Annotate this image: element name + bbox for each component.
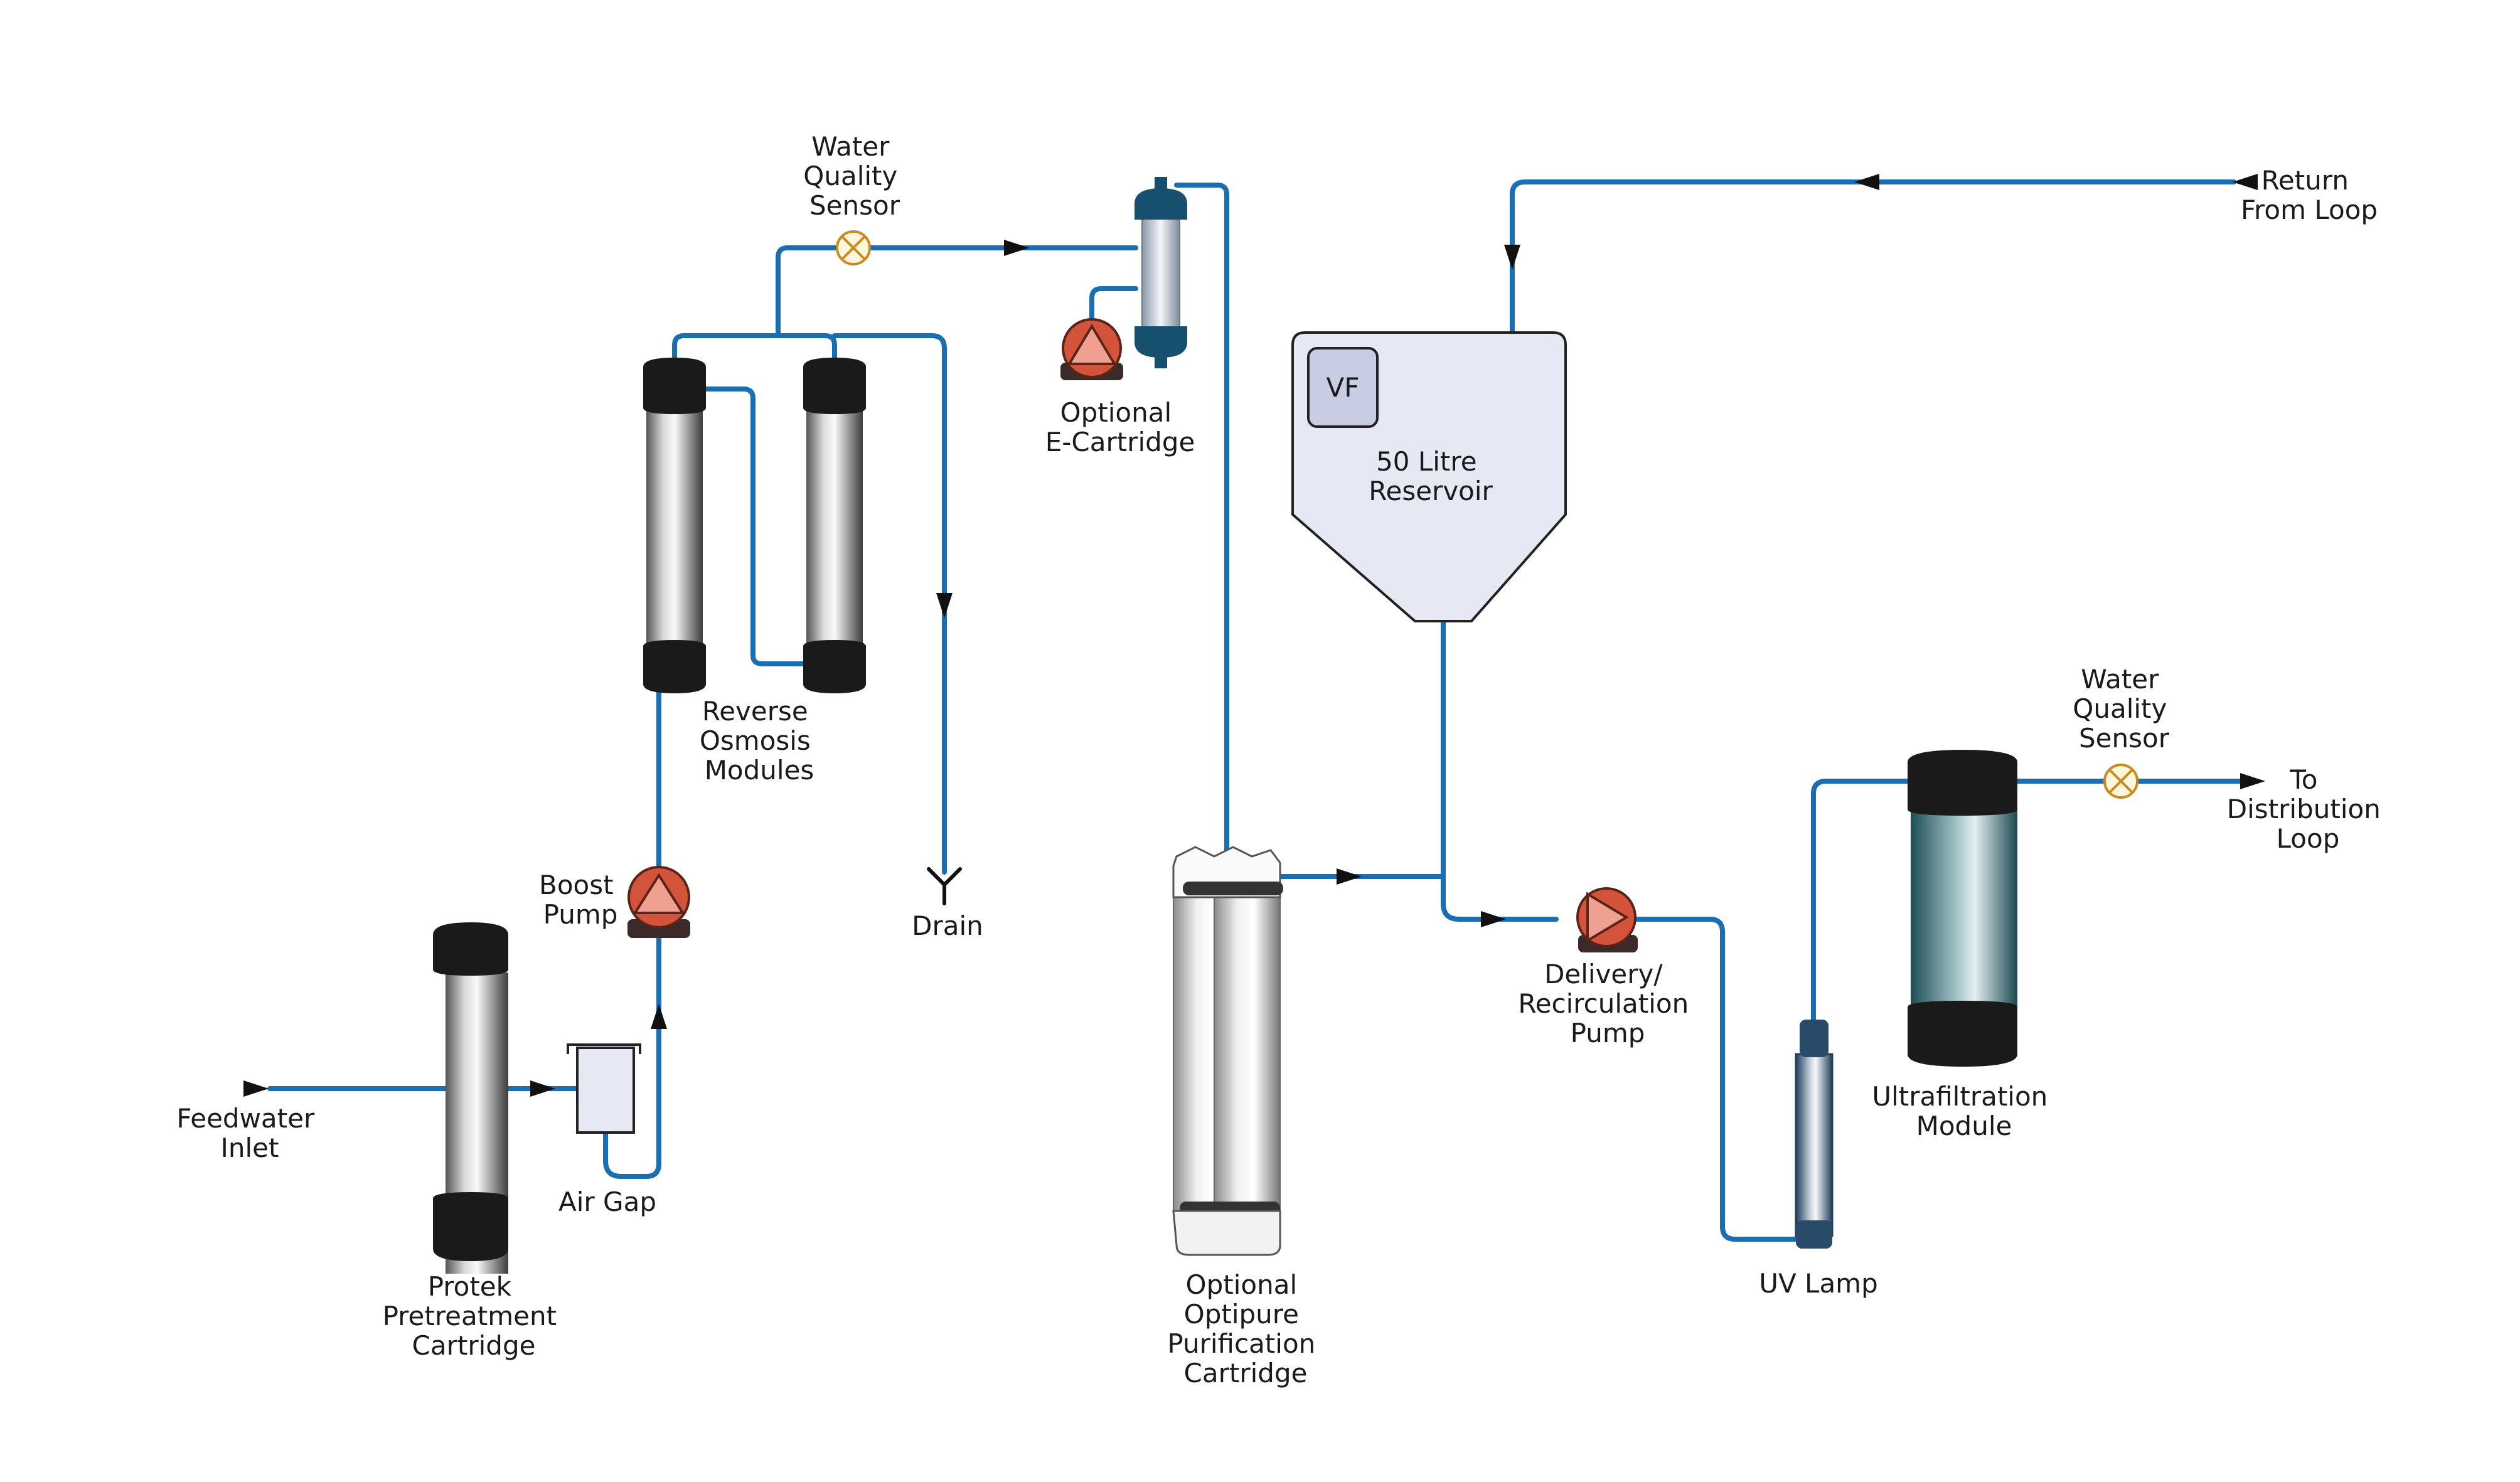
drain-symbol [927, 867, 962, 905]
e-cartridge-pump [1060, 318, 1123, 380]
arrow-to-distribution [2240, 773, 2265, 789]
label-air-gap: Air Gap [558, 1186, 656, 1217]
label-protek-cartridge: Protek Pretreatment Cartridge [383, 1271, 565, 1361]
arrow-return-mid [1854, 174, 1879, 190]
label-uv-lamp: UV Lamp [1759, 1268, 1878, 1299]
label-drain: Drain [912, 910, 983, 941]
delivery-recirculation-pump [1576, 887, 1638, 952]
labels: Feedwater Inlet Protek Pretreatment Cart… [176, 131, 2389, 1389]
optional-e-cartridge [1135, 177, 1187, 368]
arrow-to-airgap [530, 1080, 555, 1097]
label-e-cartridge: Optional E-Cartridge [1045, 397, 1195, 457]
arrow-drain [936, 593, 953, 618]
vf-level-switch [1307, 347, 1379, 428]
ro-module-left [643, 358, 706, 693]
arrow-into-reservoir [1504, 245, 1520, 270]
label-delivery-pump: Delivery/ Recirculation Pump [1518, 959, 1697, 1048]
label-ultrafiltration-module: Ultrafiltration Module [1872, 1081, 2056, 1141]
air-gap [567, 1043, 641, 1134]
label-feedwater-inlet: Feedwater Inlet [176, 1103, 323, 1163]
boost-pump [627, 866, 690, 938]
label-to-distribution-loop: To Distribution Loop [2227, 764, 2389, 854]
label-optipure-cartridge: Optional Optipure Purification Cartridge [1167, 1269, 1323, 1389]
label-vf: VF [1327, 372, 1360, 403]
optional-optipure-cartridge [1172, 846, 1283, 1256]
label-ro-modules: Reverse Osmosis Modules [700, 696, 819, 786]
arrow-to-delivery-pump [1481, 911, 1506, 927]
label-boost-pump: Boost Pump [539, 870, 622, 930]
arrow-return-start [2233, 174, 2258, 190]
label-reservoir: 50 Litre Reservoir [1369, 446, 1493, 506]
label-water-quality-sensor-1: Water Quality Sensor [803, 131, 905, 221]
ro-module-right [803, 358, 866, 693]
arrow-optipure-out [1337, 868, 1362, 885]
protek-pretreatment-cartridge [433, 922, 508, 1274]
water-quality-sensor-2 [2103, 764, 2138, 799]
flow-arrows [243, 174, 2265, 1097]
ultrafiltration-module [1908, 750, 2017, 1067]
uv-lamp [1795, 1020, 1834, 1249]
label-return-from-loop: Return From Loop [2241, 165, 2378, 225]
water-quality-sensor-1 [836, 230, 871, 265]
arrow-up-boost [651, 1004, 667, 1029]
label-water-quality-sensor-2: Water Quality Sensor [2073, 664, 2175, 754]
arrow-sensor-line [1004, 240, 1029, 256]
arrow-feedwater [243, 1080, 269, 1097]
reservoir-50-litre [1291, 331, 1567, 622]
